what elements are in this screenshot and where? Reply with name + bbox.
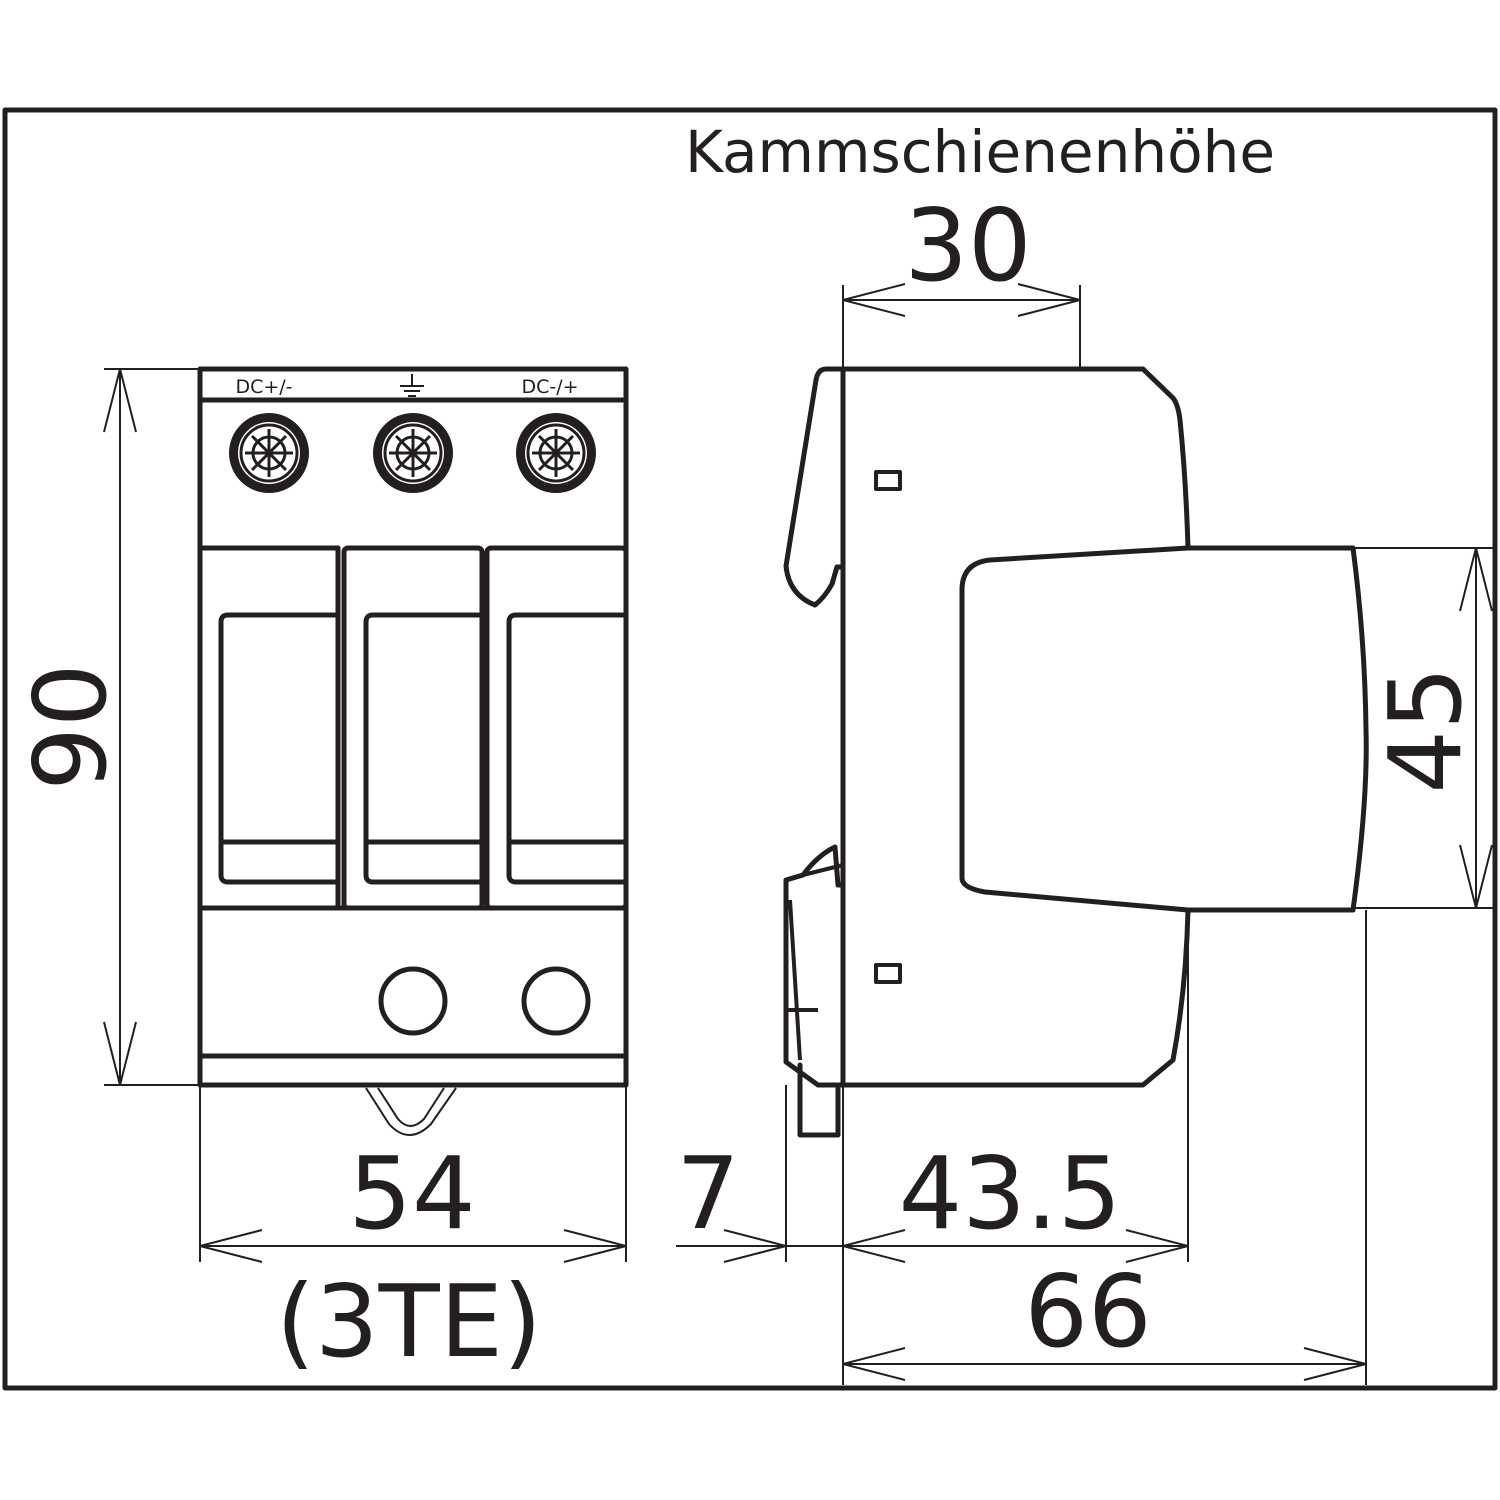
dimension-width-units: (3TE) — [276, 1263, 542, 1380]
module-cartridge-center — [341, 545, 485, 911]
vent-slot-bottom — [874, 963, 902, 984]
dimension-busbar-height: 30 — [904, 187, 1031, 304]
ground-symbol-icon — [400, 374, 424, 397]
terminal-screw-right — [514, 411, 598, 495]
status-indicator-right — [521, 966, 591, 1036]
busbar-height-label: Kammschienenhöhe — [685, 118, 1275, 186]
din-rail-latch — [797, 1062, 841, 1138]
din-rail-clip — [365, 1087, 457, 1136]
status-indicator-center — [378, 966, 448, 1036]
side-cover — [959, 545, 1369, 913]
side-view — [783, 366, 1369, 1138]
terminal-screw-left — [227, 411, 311, 495]
dimension-cover-height: 45 — [1367, 666, 1484, 793]
drawing-frame — [2, 107, 1498, 1391]
dimension-rail-offset: 7 — [676, 1135, 740, 1252]
terminal-label-left: DC+/- — [235, 376, 292, 398]
side-housing — [783, 366, 846, 608]
front-view: DC+/- DC-/+ — [197, 366, 629, 1136]
dimensions: 90 54 (3TE) 7 43.5 66 45 — [12, 118, 1495, 1385]
module-cartridge-left — [197, 545, 341, 911]
dimension-depth-front: 43.5 — [899, 1135, 1122, 1252]
dimension-width: 54 — [348, 1135, 475, 1252]
dimension-depth-total: 66 — [1024, 1253, 1151, 1370]
vent-slot-top — [874, 470, 902, 491]
terminal-screw-center — [371, 411, 455, 495]
dimension-height: 90 — [12, 663, 129, 790]
terminal-label-right: DC-/+ — [521, 376, 578, 398]
module-cartridge-right — [484, 545, 629, 911]
